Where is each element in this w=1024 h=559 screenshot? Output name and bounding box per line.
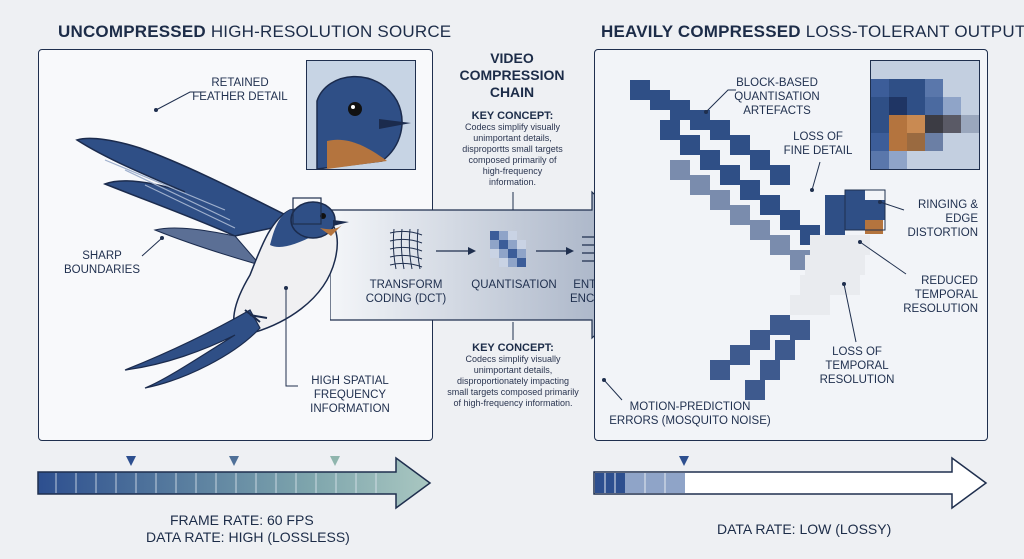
left-header: UNCOMPRESSED HIGH-RESOLUTION SOURCE [58, 22, 451, 42]
frame-marker-1 [126, 456, 136, 466]
leader-sharp [141, 236, 164, 257]
frame-marker-3 [330, 456, 340, 466]
key-concept-bottom: KEY CONCEPT: Codecs simplify visually un… [428, 342, 598, 409]
key-concept-top-body: Codecs simplify visually unimportant det… [462, 122, 563, 187]
frame-rate-text: FRAME RATE: 60 FPS [170, 512, 314, 528]
output-data-rate-text: DATA RATE: LOW (LOSSY) [717, 521, 892, 537]
left-header-rest: HIGH-RESOLUTION SOURCE [210, 22, 452, 41]
leader-motion [602, 378, 623, 401]
swallow-sharp-image [75, 137, 349, 389]
output-data-rate-arrow [593, 456, 988, 510]
key-concept-top-leader [512, 192, 514, 210]
output-frame-marker [679, 456, 689, 466]
key-concept-bottom-body: Codecs simplify visually unimportant det… [447, 354, 579, 408]
right-header-bold: HEAVILY COMPRESSED [601, 22, 801, 41]
right-header-rest: LOSS-TOLERANT OUTPUT [805, 22, 1024, 41]
leader-reduced [858, 240, 907, 275]
source-inset [306, 60, 416, 170]
key-concept-bottom-heading: KEY CONCEPT: [472, 342, 554, 354]
key-concept-top: KEY CONCEPT: Codecs simplify visually un… [440, 110, 585, 188]
leader-block [704, 89, 736, 114]
key-concept-bottom-leader [512, 322, 514, 340]
right-header: HEAVILY COMPRESSED LOSS-TOLERANT OUTPUT [601, 22, 1024, 42]
leader-loss-temporal [842, 282, 857, 343]
leader-freq [284, 286, 298, 387]
source-data-rate-arrow [37, 456, 432, 510]
dct-icon [389, 228, 423, 270]
leader-loss-fine [810, 161, 821, 192]
key-concept-top-heading: KEY CONCEPT: [471, 110, 554, 122]
leader-ringing [878, 200, 905, 211]
leader-feather [154, 91, 205, 112]
source-data-rate-text: DATA RATE: HIGH (LOSSLESS) [146, 529, 350, 545]
left-header-bold: UNCOMPRESSED [58, 22, 206, 41]
step-quantisation: QUANTISATION [471, 279, 557, 291]
frame-marker-2 [229, 456, 239, 466]
output-inset [870, 60, 980, 170]
source-head-closeup [316, 75, 411, 169]
quantisation-grid-icon [490, 231, 526, 267]
output-head-closeup [871, 79, 979, 169]
